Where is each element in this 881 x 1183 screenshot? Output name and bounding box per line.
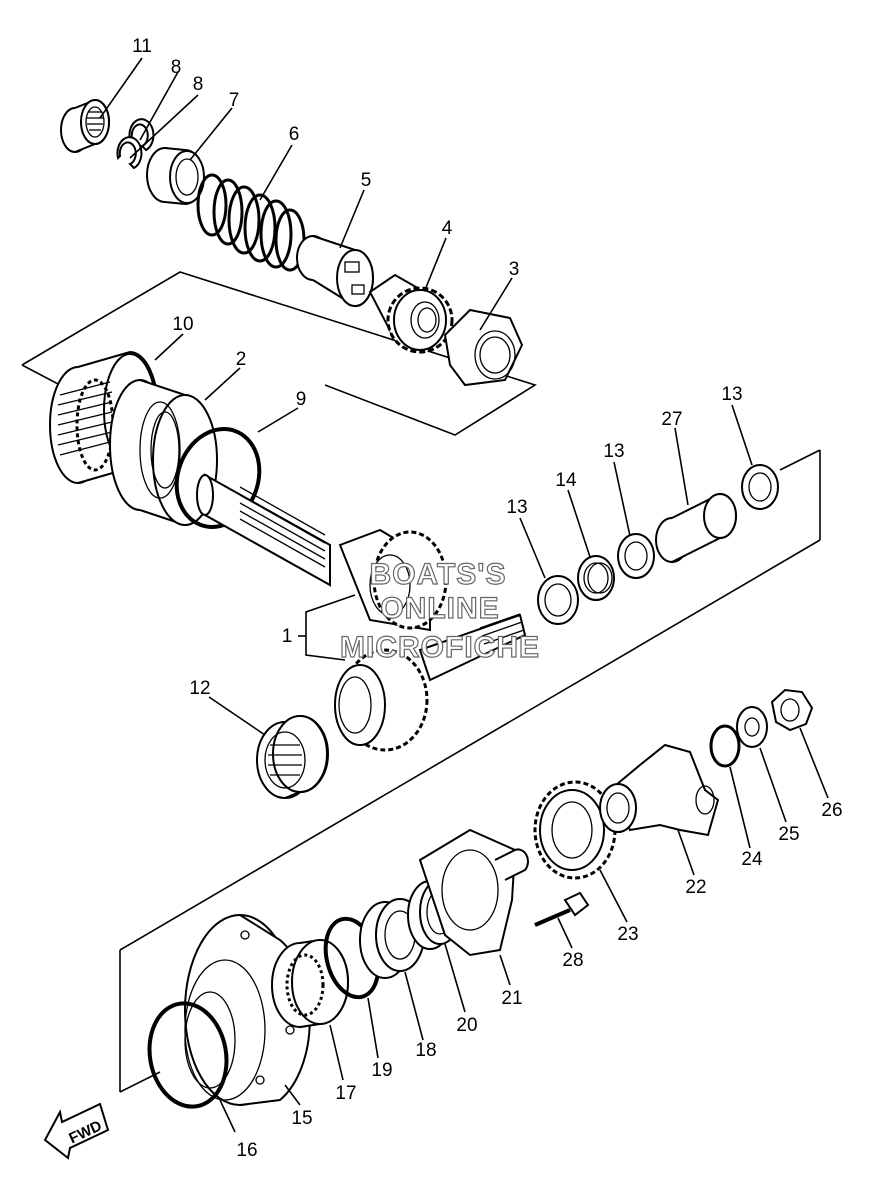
callout-labels: 11 8 8 7 6 5 4 3 10 2 9 13 14 13 27 13 1…: [132, 36, 842, 1161]
collar-7[interactable]: [146, 147, 205, 206]
nut-26[interactable]: [770, 688, 814, 732]
needle-bearing-12[interactable]: [256, 714, 329, 799]
label-9: 9: [296, 389, 307, 410]
nut-3[interactable]: [443, 308, 524, 387]
label-8-a: 8: [171, 57, 182, 78]
label-3: 3: [509, 259, 520, 280]
group-outline-lower: [119, 449, 821, 1093]
label-8-b: 8: [193, 74, 204, 95]
sleeve-5[interactable]: [296, 235, 374, 308]
label-26: 26: [821, 800, 842, 821]
label-22: 22: [685, 877, 706, 898]
ball-bearing-17[interactable]: [271, 938, 349, 1028]
label-20: 20: [456, 1015, 477, 1036]
label-14: 14: [555, 470, 577, 491]
label-4: 4: [442, 218, 453, 239]
gear-4[interactable]: [368, 273, 454, 354]
label-28: 28: [562, 950, 583, 971]
label-13-c: 13: [721, 384, 742, 405]
shaft-gear-set-1[interactable]: [196, 473, 527, 752]
label-19: 19: [371, 1060, 392, 1081]
washer-25[interactable]: [736, 706, 768, 748]
needle-bearing-11[interactable]: [60, 98, 110, 153]
label-16: 16: [236, 1140, 257, 1161]
watermark-line-2: ONLINE: [380, 592, 499, 625]
watermark-line-3: MICROFICHE: [340, 631, 540, 664]
label-27: 27: [661, 409, 682, 430]
o-ring-24[interactable]: [709, 724, 741, 768]
washer-13-b[interactable]: [617, 533, 655, 579]
o-ring-9[interactable]: [163, 417, 272, 538]
label-17: 17: [335, 1083, 356, 1104]
label-10: 10: [172, 314, 193, 335]
label-18: 18: [415, 1040, 436, 1061]
washer-13-a[interactable]: [537, 575, 579, 625]
label-7: 7: [229, 90, 240, 111]
label-1: 1: [282, 626, 293, 647]
plate-21[interactable]: [418, 828, 529, 957]
o-ring-16[interactable]: [142, 997, 235, 1113]
label-25: 25: [778, 824, 799, 845]
washer-13-c[interactable]: [741, 464, 779, 510]
label-21: 21: [501, 988, 522, 1009]
label-13-b: 13: [603, 441, 624, 462]
label-13-a: 13: [506, 497, 527, 518]
shim-14[interactable]: [577, 555, 615, 601]
bolt-28[interactable]: [534, 891, 590, 927]
label-11: 11: [132, 36, 152, 57]
label-12: 12: [189, 678, 210, 699]
label-23: 23: [617, 924, 638, 945]
label-15: 15: [291, 1108, 312, 1129]
label-24: 24: [741, 849, 763, 870]
yoke-22[interactable]: [599, 743, 720, 837]
watermark: BOATS'S ONLINE MICROFICHE: [339, 557, 540, 664]
leader-lines: [99, 57, 829, 1133]
leader-bracket-1: [298, 594, 356, 661]
label-2: 2: [236, 349, 247, 370]
spring-6[interactable]: [196, 173, 306, 272]
watermark-line-1: BOATS'S: [370, 558, 507, 591]
collar-27[interactable]: [655, 492, 737, 563]
label-6: 6: [289, 124, 300, 145]
fwd-arrow-icon: FWD: [43, 1102, 110, 1160]
group-outline-upper: [21, 271, 537, 436]
label-5: 5: [361, 170, 372, 191]
